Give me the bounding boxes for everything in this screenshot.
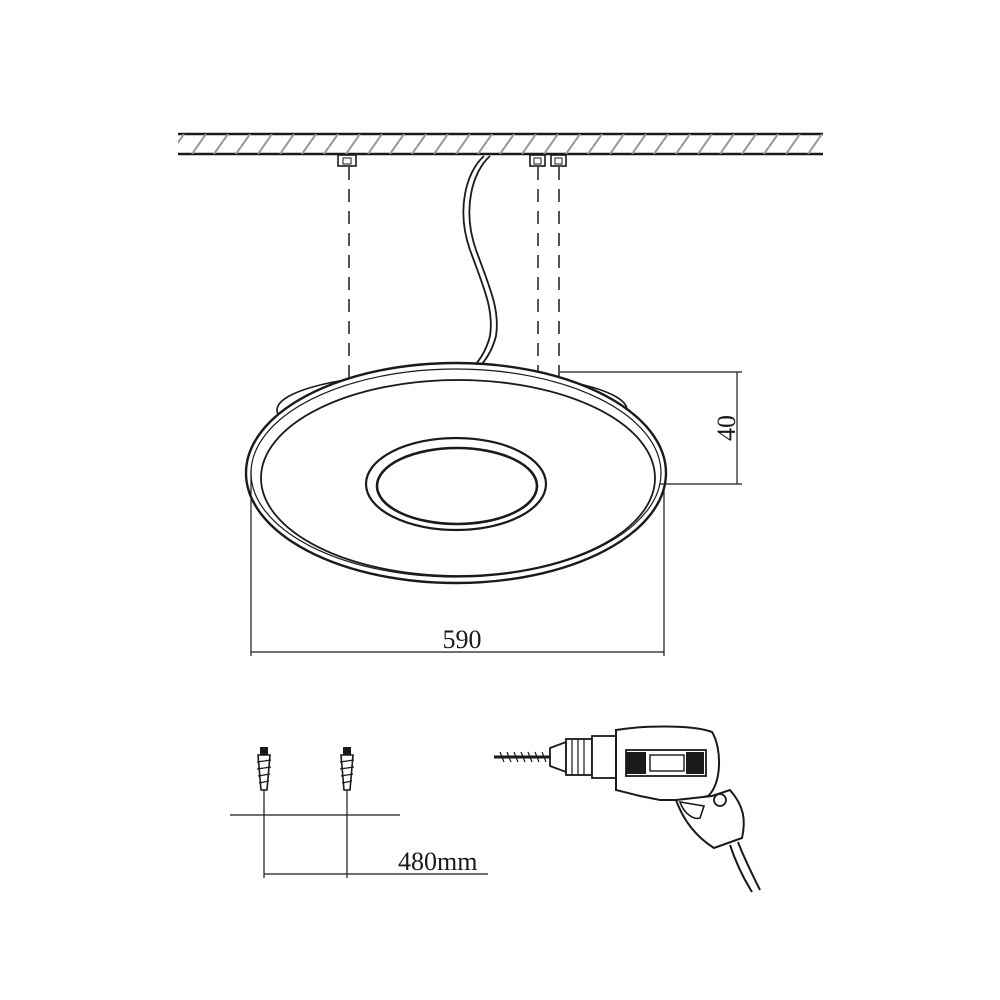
- hatch-stroke: [477, 134, 493, 154]
- mounting-bracket-icon: [550, 154, 567, 167]
- hatch-stroke: [367, 134, 383, 154]
- hatch-stroke: [433, 134, 449, 154]
- hatch-stroke: [741, 134, 757, 154]
- ceiling-hatch: [178, 134, 844, 154]
- hatch-stroke: [323, 134, 339, 154]
- power-drill-icon: [494, 725, 761, 893]
- wall-anchor-icon: [256, 747, 272, 791]
- hatch-stroke: [213, 134, 229, 154]
- hatch-stroke: [521, 134, 537, 154]
- hatch-stroke: [807, 134, 823, 154]
- hatch-stroke: [653, 134, 669, 154]
- hatch-stroke: [235, 134, 251, 154]
- hatch-stroke: [719, 134, 735, 154]
- ceiling-lamp-icon: [244, 361, 668, 585]
- hatch-stroke: [301, 134, 317, 154]
- hatch-stroke: [455, 134, 471, 154]
- mounting-bracket-icon: [529, 154, 546, 167]
- mounting-bracket-icon: [337, 154, 357, 167]
- hatch-stroke: [411, 134, 427, 154]
- hatch-stroke: [763, 134, 779, 154]
- hatch-stroke: [499, 134, 515, 154]
- diameter-dimension: 590: [250, 470, 665, 656]
- hatch-stroke: [587, 134, 603, 154]
- hatch-stroke: [697, 134, 713, 154]
- wall-anchor-icon: [339, 747, 355, 791]
- hatch-stroke: [389, 134, 405, 154]
- hatch-stroke: [543, 134, 559, 154]
- diameter-label: 590: [443, 625, 482, 654]
- hatch-stroke: [279, 134, 295, 154]
- hole-spacing-label: 480mm: [398, 847, 477, 876]
- hatch-stroke: [257, 134, 273, 154]
- mounting-guide-lines: [348, 167, 560, 380]
- hatch-stroke: [785, 134, 801, 154]
- hatch-stroke: [675, 134, 691, 154]
- hatch-stroke: [631, 134, 647, 154]
- hatch-stroke: [191, 134, 207, 154]
- hatch-stroke: [345, 134, 361, 154]
- ceiling: [178, 132, 844, 156]
- hatch-stroke: [609, 134, 625, 154]
- hole-spacing-dimension: 480mm: [230, 790, 488, 878]
- hatch-stroke: [178, 134, 185, 145]
- height-dimension: 40: [560, 371, 742, 485]
- power-cable: [468, 155, 498, 375]
- hatch-stroke: [565, 134, 581, 154]
- hatch-stroke: [830, 134, 844, 154]
- height-label: 40: [712, 415, 741, 441]
